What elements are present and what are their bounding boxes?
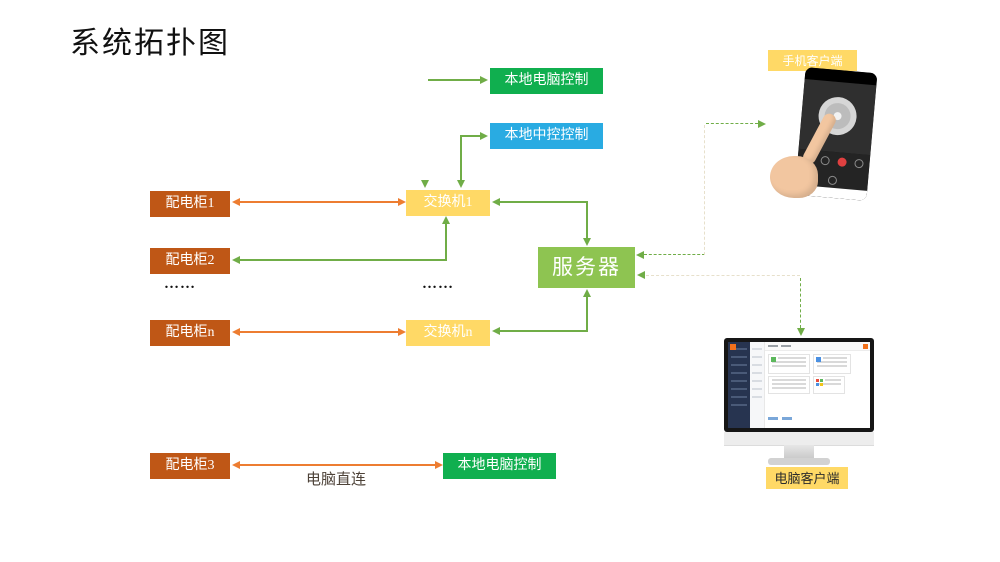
arrowhead-into-central-control xyxy=(480,132,488,140)
logo-icon xyxy=(730,344,736,350)
edge-switch1-server-hline xyxy=(500,201,588,203)
monitor-stand-neck xyxy=(784,445,814,459)
node-label: 配电柜n xyxy=(165,325,215,340)
arrowhead-into-monitor xyxy=(797,328,805,336)
notification-icon xyxy=(863,344,868,349)
edge-switch1-cabinet2-hline xyxy=(240,259,447,261)
edge-server-phone-hline-low xyxy=(644,254,705,255)
node-local-central-control: 本地中控控制 xyxy=(490,123,603,149)
arrowhead-into-localpc-top xyxy=(480,76,488,84)
node-local-pc-control-top: 本地电脑控制 xyxy=(490,68,603,94)
dashboard-card xyxy=(813,376,845,394)
monitor-illustration xyxy=(724,338,874,466)
arrowhead-into-cabinet1 xyxy=(232,198,240,206)
edge-server-phone-vline xyxy=(704,125,705,255)
edge-switch1-server-vline xyxy=(586,203,588,238)
arrowhead-into-switch1-top-left xyxy=(421,180,429,188)
arrowhead-into-cabinet3 xyxy=(232,461,240,469)
node-server: 服务器 xyxy=(538,247,635,288)
node-switch-n: 交换机n xyxy=(406,320,490,346)
dashboard-card xyxy=(768,354,810,374)
ellipsis-switches: …… xyxy=(422,276,454,292)
node-label: 配电柜3 xyxy=(165,458,215,473)
node-label: 服务器 xyxy=(552,255,621,279)
node-label: 本地中控控制 xyxy=(504,128,589,143)
node-cabinet-1: 配电柜1 xyxy=(150,191,230,217)
edge-switchN-server-hline xyxy=(500,330,588,332)
label-phone-client: 手机客户端 xyxy=(768,50,857,71)
arrowhead-into-switch1-top-right xyxy=(457,180,465,188)
arrowhead-into-switch1-left xyxy=(398,198,406,206)
label-pc-client: 电脑客户端 xyxy=(766,467,848,489)
dashboard-footer-buttons xyxy=(768,407,796,425)
node-label: 本地电脑控制 xyxy=(457,458,542,473)
arrowhead-into-server-right-upper xyxy=(636,251,644,259)
edge-cabinet1-switch1-line xyxy=(240,201,398,203)
hand-pointer-icon xyxy=(770,68,878,210)
arrowhead-into-switchN-right xyxy=(492,327,500,335)
edge-switch1-cabinet2-vline xyxy=(445,224,447,260)
arrowhead-into-server-bottom xyxy=(583,289,591,297)
arrowhead-into-cabinet2 xyxy=(232,256,240,264)
node-cabinet-2: 配电柜2 xyxy=(150,248,230,274)
edge-switch1-central-vline xyxy=(460,135,462,180)
arrowhead-into-switchN-left xyxy=(398,328,406,336)
edge-server-phone-hline-high xyxy=(706,123,758,124)
node-label: 本地电脑控制 xyxy=(504,73,589,88)
arrowhead-into-localpc-bottom xyxy=(435,461,443,469)
dashboard-toolbar xyxy=(765,342,870,351)
node-switch-1: 交换机1 xyxy=(406,190,490,216)
node-label: 电脑客户端 xyxy=(774,470,840,486)
dashboard-card xyxy=(813,354,851,374)
node-label: 交换机1 xyxy=(423,195,473,210)
dashboard-submenu xyxy=(750,342,765,428)
monitor-stand-base xyxy=(768,458,830,465)
node-cabinet-n: 配电柜n xyxy=(150,320,230,346)
edge-switch1-central-hline xyxy=(461,135,480,137)
monitor-bezel xyxy=(724,338,874,432)
arrowhead-into-server-top xyxy=(583,238,591,246)
edge-cabinetN-switchN-line xyxy=(240,331,398,333)
arrowhead-into-phone xyxy=(758,120,766,128)
ellipsis-cabinets: …… xyxy=(164,276,196,292)
arrowhead-into-cabinetN xyxy=(232,328,240,336)
edge-cabinet3-localpc-line xyxy=(240,464,435,466)
edge-switchN-server-vline xyxy=(586,297,588,331)
dashboard-sidebar xyxy=(728,342,750,428)
node-label: 配电柜2 xyxy=(165,253,215,268)
node-label: 交换机n xyxy=(423,325,473,340)
phone-illustration xyxy=(770,67,878,210)
edge-server-pc-hline xyxy=(646,275,800,276)
monitor-screen xyxy=(728,342,870,428)
dashboard-card xyxy=(768,376,810,394)
monitor-chin xyxy=(724,432,874,446)
arrowhead-into-server-right-lower xyxy=(637,271,645,279)
edge-label-direct-connect: 电脑直连 xyxy=(306,472,367,488)
node-label: 手机客户端 xyxy=(782,53,843,68)
arrowhead-into-switch1-bottom xyxy=(442,216,450,224)
page-title: 系统拓扑图 xyxy=(70,27,230,60)
arrowhead-into-switch1-right xyxy=(492,198,500,206)
node-cabinet-3: 配电柜3 xyxy=(150,453,230,479)
node-local-pc-control-bottom: 本地电脑控制 xyxy=(443,453,556,479)
node-label: 配电柜1 xyxy=(165,196,215,211)
edge-switch1-localpctop-line xyxy=(428,79,480,81)
edge-server-pc-vline xyxy=(800,278,801,328)
